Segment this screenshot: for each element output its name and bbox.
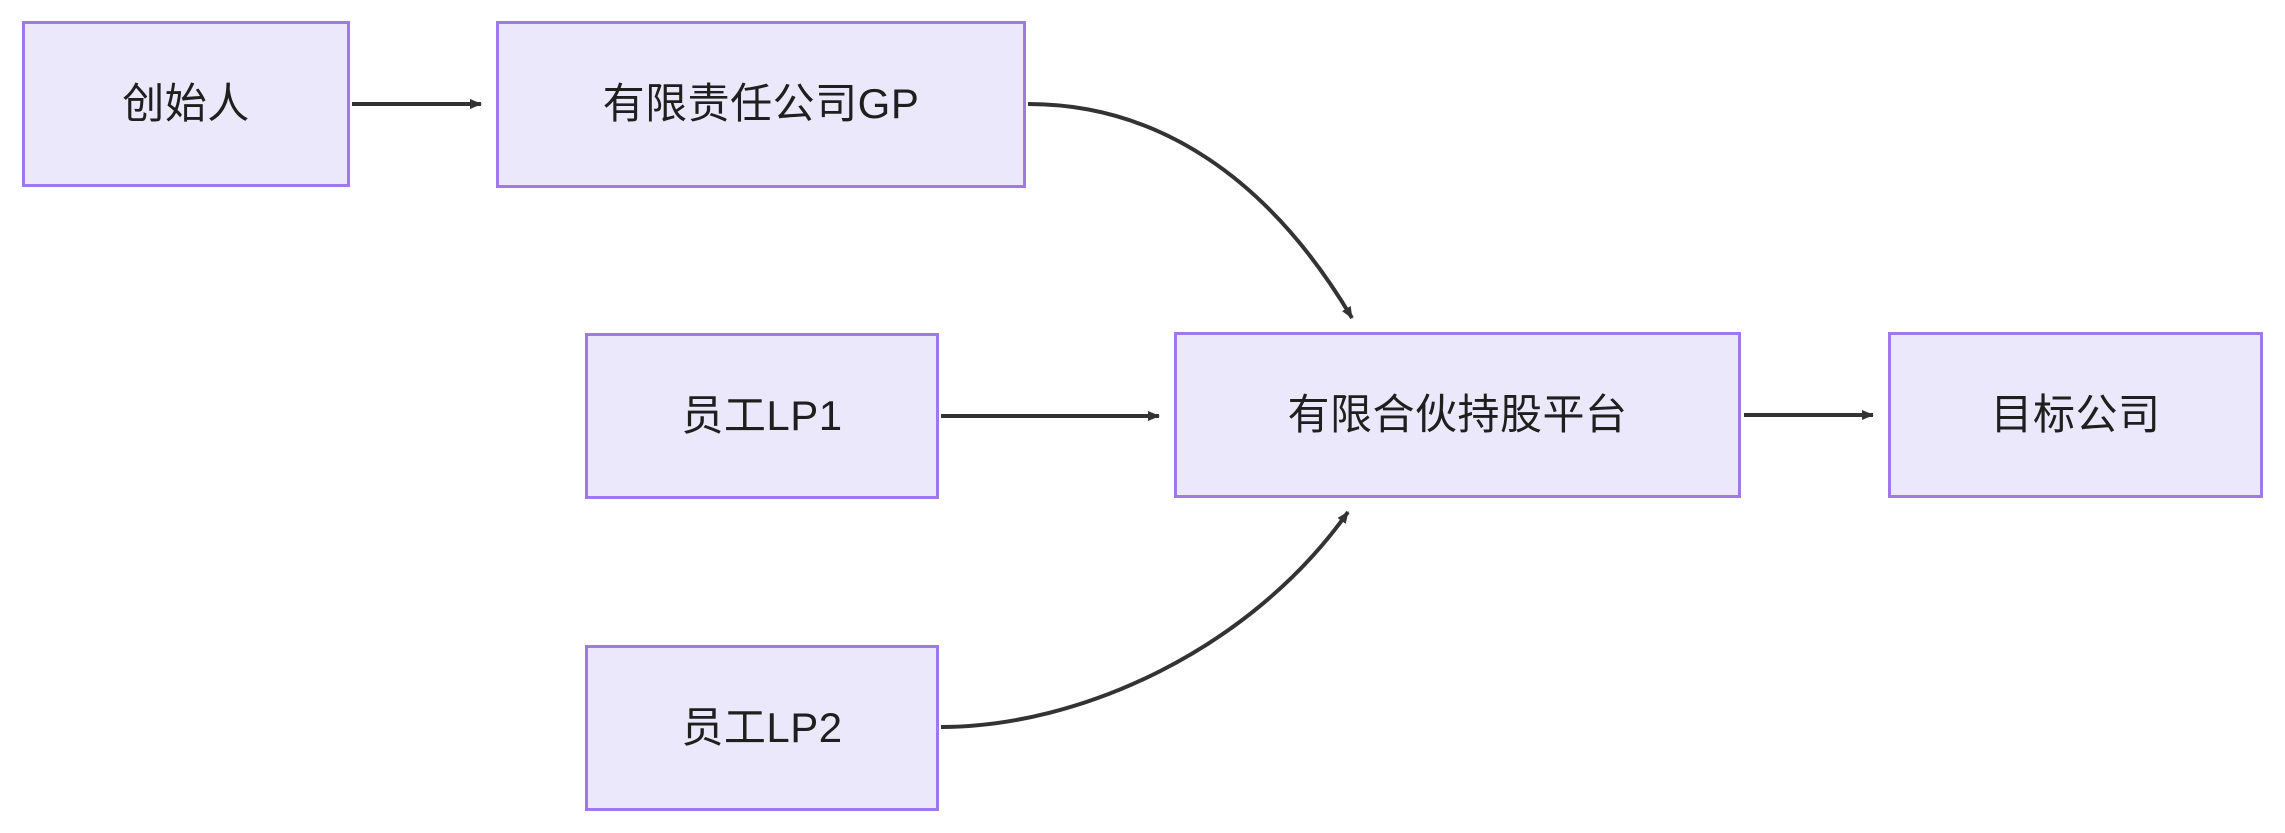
node-lp1-label: 员工LP1 — [681, 391, 843, 439]
node-target-company[interactable]: 目标公司 — [1888, 332, 2263, 498]
node-lp2-label: 员工LP2 — [681, 703, 843, 751]
edge-lp2-to-platform — [940, 510, 1350, 729]
node-holding-platform-label: 有限合伙持股平台 — [1287, 390, 1628, 438]
node-gp[interactable]: 有限责任公司GP — [496, 21, 1026, 188]
node-founder-label: 创始人 — [122, 79, 250, 127]
edge-gp-to-platform — [1027, 102, 1354, 320]
node-founder[interactable]: 创始人 — [22, 21, 350, 187]
node-target-company-label: 目标公司 — [1990, 390, 2161, 438]
node-lp2[interactable]: 员工LP2 — [585, 645, 939, 811]
node-lp1[interactable]: 员工LP1 — [585, 333, 939, 499]
node-gp-label: 有限责任公司GP — [602, 80, 920, 128]
node-holding-platform[interactable]: 有限合伙持股平台 — [1174, 332, 1741, 498]
